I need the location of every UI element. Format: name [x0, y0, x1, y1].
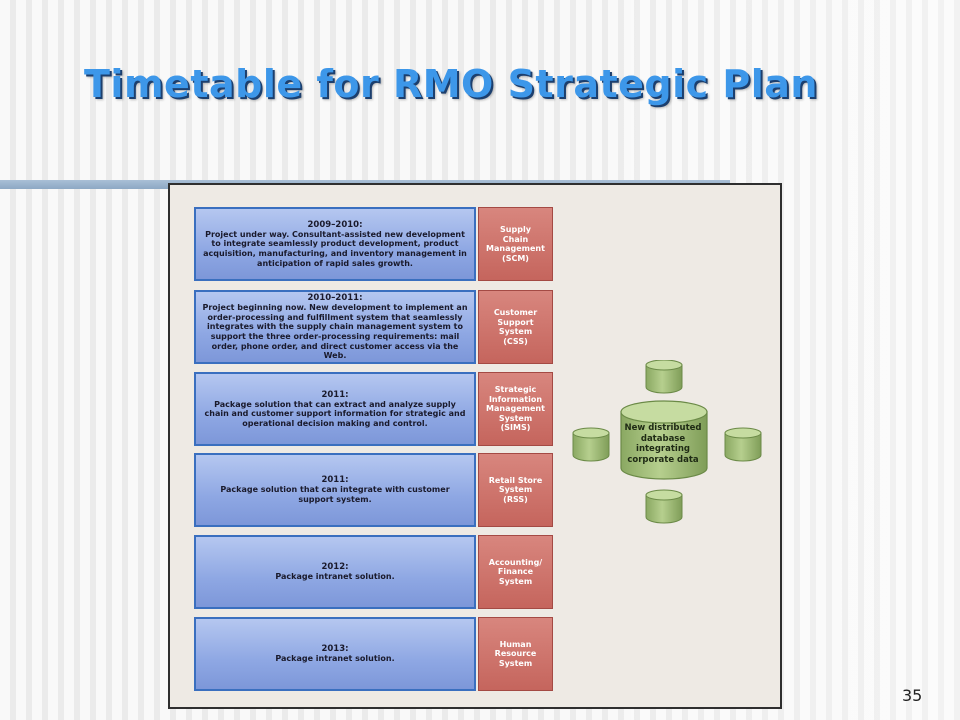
system-label: Customer Support System (CSS) [493, 308, 538, 346]
timeline-description-box: 2013: Package intranet solution. [194, 617, 476, 691]
database-cylinder-bottom [645, 489, 683, 524]
timeline-description-box: 2011: Package solution that can integrat… [194, 453, 476, 527]
system-box-accounting: Accounting/ Finance System [478, 535, 553, 609]
system-label: Accounting/ Finance System [488, 557, 543, 586]
timeline-row-css: 2010–2011: Project beginning now. New de… [194, 290, 553, 364]
page-number: 35 [902, 686, 923, 705]
database-label: New distributed database integrating cor… [624, 423, 702, 465]
timeline-row-sims: 2011: Package solution that can extract … [194, 372, 553, 446]
system-label: Strategic Information Management System … [486, 385, 545, 433]
system-box-hr: Human Resource System [478, 617, 553, 691]
timeline-description: Project beginning now. New development t… [202, 303, 468, 361]
timeline-row-accounting: 2012: Package intranet solution. Account… [194, 535, 553, 609]
system-label: Retail Store System (RSS) [488, 475, 543, 504]
timeline-row-scm: 2009–2010: Project under way. Consultant… [194, 207, 553, 281]
timeline-year: 2013: [321, 644, 349, 655]
strategic-plan-figure: 2009–2010: Project under way. Consultant… [168, 183, 782, 709]
timeline-year: 2010–2011: [307, 293, 363, 304]
timeline-description: Package intranet solution. [275, 654, 395, 664]
distributed-database-diagram [572, 360, 762, 524]
slide-title: Timetable for RMO Strategic Plan [84, 62, 818, 106]
system-label: Supply Chain Management (SCM) [486, 225, 545, 263]
timeline-description: Package intranet solution. [275, 572, 395, 582]
database-cylinder-right [724, 427, 762, 462]
database-cylinder-left [572, 427, 610, 462]
timeline-year: 2011: [321, 389, 349, 400]
database-cylinder-top [645, 360, 683, 394]
timeline-row-hr: 2013: Package intranet solution. Human R… [194, 617, 553, 691]
system-label: Human Resource System [494, 639, 537, 668]
timeline-description: Package solution that can integrate with… [220, 485, 450, 504]
database-cylinder-central [620, 400, 708, 480]
timeline-description: Package solution that can extract and an… [204, 399, 466, 428]
timeline-year: 2012: [321, 562, 349, 573]
timeline-description-box: 2012: Package intranet solution. [194, 535, 476, 609]
timeline-row-rss: 2011: Package solution that can integrat… [194, 453, 553, 527]
timeline-description: Project under way. Consultant-assisted n… [203, 229, 467, 268]
system-box-sims: Strategic Information Management System … [478, 372, 553, 446]
timeline-description-box: 2009–2010: Project under way. Consultant… [194, 207, 476, 281]
system-box-css: Customer Support System (CSS) [478, 290, 553, 364]
timeline-description-box: 2010–2011: Project beginning now. New de… [194, 290, 476, 364]
system-box-rss: Retail Store System (RSS) [478, 453, 553, 527]
timeline-year: 2011: [321, 475, 349, 486]
system-box-scm: Supply Chain Management (SCM) [478, 207, 553, 281]
timeline-description-box: 2011: Package solution that can extract … [194, 372, 476, 446]
timeline-year: 2009–2010: [307, 219, 363, 230]
